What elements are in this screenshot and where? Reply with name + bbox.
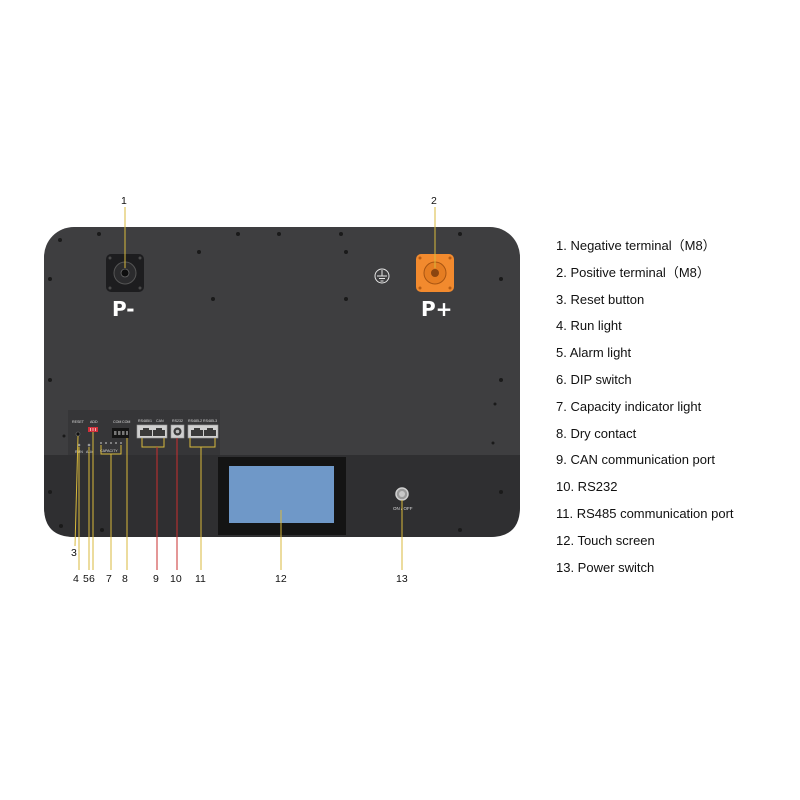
callout-number: 13 xyxy=(396,573,408,585)
addr-label: ADD xyxy=(90,420,98,424)
alm-label: ALM xyxy=(86,450,93,454)
legend-item: 13. Power switch xyxy=(556,559,655,575)
com2-label: COM xyxy=(122,420,130,424)
legend-item: 2. Positive terminal（M8） xyxy=(556,264,710,280)
legend-item: 8. Dry contact xyxy=(556,425,637,441)
alarm-light xyxy=(87,443,91,447)
rs232-port xyxy=(170,424,185,439)
leader-lines xyxy=(74,207,436,570)
callout-number: 4 xyxy=(73,573,79,585)
callout-number: 5 xyxy=(83,573,89,585)
reset-button xyxy=(75,431,81,437)
dip-switch xyxy=(88,427,98,432)
legend-item: 11. RS485 communication port xyxy=(556,505,734,521)
callout-number: 11 xyxy=(195,573,206,585)
capacity-label: CAPACITY xyxy=(100,449,118,453)
negative-terminal xyxy=(106,254,144,292)
capacity-indicator-lights xyxy=(100,442,122,444)
callout-number: 1 xyxy=(121,195,127,207)
callout-number: 6 xyxy=(89,573,95,585)
legend-item: 1. Negative terminal（M8） xyxy=(556,238,716,253)
legend-item: 5. Alarm light xyxy=(556,345,632,361)
callout-number: 12 xyxy=(275,573,287,585)
positive-terminal xyxy=(416,254,454,292)
legend-item: 7. Capacity indicator light xyxy=(556,398,702,414)
legend-item: 4. Run light xyxy=(556,318,622,334)
can-port xyxy=(136,424,168,439)
positive-terminal-label: P+ xyxy=(421,297,452,321)
callout-number: 10 xyxy=(170,573,182,585)
rs485-2-label: RS485-2 xyxy=(188,419,202,423)
callout-number: 9 xyxy=(153,573,159,585)
mounting-screws xyxy=(48,232,503,532)
run-light xyxy=(77,443,81,447)
callout-number: 3 xyxy=(71,547,77,559)
dry-contact xyxy=(112,428,129,438)
negative-terminal-label: P- xyxy=(112,297,135,321)
legend: 1. Negative terminal（M8） 2. Positive ter… xyxy=(556,236,796,584)
reset-label: RESET xyxy=(72,420,85,424)
power-switch-label: ON / OFF xyxy=(393,506,413,511)
rs232-label: RS232 xyxy=(172,419,183,423)
legend-item: 9. CAN communication port xyxy=(556,452,715,468)
rs485-port xyxy=(187,424,219,439)
can-label: CAN xyxy=(156,419,164,423)
ground-icon xyxy=(374,268,390,284)
rs485-1-label: RS485/1 xyxy=(138,419,152,423)
callout-number: 8 xyxy=(122,573,128,585)
rs485-3-label: RS485-3 xyxy=(203,419,217,423)
legend-item: 3. Reset button xyxy=(556,291,645,307)
legend-item: 6. DIP switch xyxy=(556,371,632,387)
callout-number: 2 xyxy=(431,195,437,207)
legend-item: 10. RS232 xyxy=(556,479,618,495)
power-switch-center xyxy=(399,491,405,497)
com1-label: COM xyxy=(113,420,121,424)
legend-item: 12. Touch screen xyxy=(556,532,655,548)
callout-number: 7 xyxy=(106,573,112,585)
